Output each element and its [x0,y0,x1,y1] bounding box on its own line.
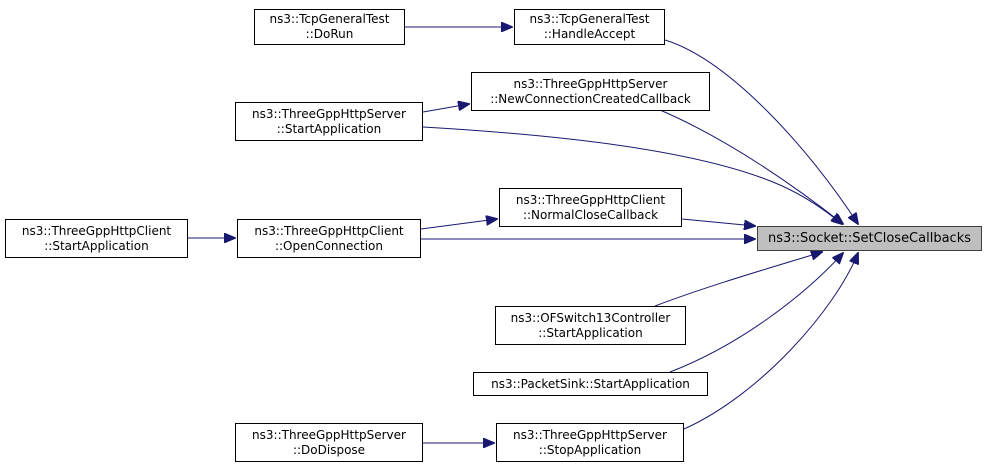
node-label-line1: ns3::TcpGeneralTest [529,12,650,26]
node-label-line2: ::DoRun [305,27,354,41]
node-socket-set-close-callbacks: ns3::Socket::SetCloseCallbacks [757,226,982,251]
node-label-line1: ns3::ThreeGppHttpServer [252,427,406,442]
edge-ofswitch-to-target [654,252,822,307]
node-label-line2: ::OpenConnection [274,238,384,253]
node-three-gpp-http-server-stop-application[interactable]: ns3::ThreeGppHttpServer ::StopApplicatio… [496,423,684,462]
node-tcp-general-test-do-run[interactable]: ns3::TcpGeneralTest ::DoRun [254,9,405,45]
edge-packetsink-to-target [669,253,843,373]
node-label-line2: ::DoDispose [292,442,366,457]
node-label-line1: ns3::ThreeGppHttpServer [513,76,668,91]
edge-server-start-to-target [422,126,842,224]
node-three-gpp-http-server-new-connection-created-callback[interactable]: ns3::ThreeGppHttpServer ::NewConnectionC… [471,72,710,111]
node-label-line1: ns3::ThreeGppHttpClient [515,192,666,207]
node-label-line1: ns3::ThreeGppHttpServer [513,427,667,442]
node-label-line2: ::StartApplication [276,121,382,136]
node-label-line1: ns3::ThreeGppHttpClient [254,223,404,238]
edge-client-normalclose-to-target [681,218,755,226]
node-label-line1: ns3::PacketSink::StartApplication [491,376,690,391]
edge-server-stop-to-target [683,253,858,430]
node-packet-sink-start-application[interactable]: ns3::PacketSink::StartApplication [473,372,708,396]
node-three-gpp-http-server-do-dispose[interactable]: ns3::ThreeGppHttpServer ::DoDispose [235,423,423,462]
edge-tcp-accept-to-target [664,39,858,224]
node-label-line1: ns3::TcpGeneralTest [269,12,390,26]
node-label-line2: ::NewConnectionCreatedCallback [490,91,691,106]
node-three-gpp-http-client-start-application[interactable]: ns3::ThreeGppHttpClient ::StartApplicati… [5,219,188,258]
node-label-line2: ::StartApplication [538,325,643,340]
edge-server-start-to-server-newconn [422,104,469,113]
node-label-line1: ns3::OFSwitch13Controller [510,310,671,325]
edge-server-newconn-to-target [659,109,843,224]
node-label-line2: ::NormalCloseCallback [522,207,659,222]
node-three-gpp-http-client-normal-close-callback[interactable]: ns3::ThreeGppHttpClient ::NormalCloseCal… [499,188,682,227]
node-label-line2: ::HandleAccept [543,27,636,41]
edge-client-open-to-client-normalclose [420,219,497,230]
node-tcp-general-test-handle-accept[interactable]: ns3::TcpGeneralTest ::HandleAccept [514,9,665,45]
node-label-line2: ::StartApplication [44,238,149,253]
node-three-gpp-http-client-open-connection[interactable]: ns3::ThreeGppHttpClient ::OpenConnection [237,219,421,258]
node-label-line1: ns3::ThreeGppHttpClient [21,223,172,238]
node-label-line2: ::StopApplication [538,442,642,457]
node-label-line1: ns3::ThreeGppHttpServer [252,106,406,121]
node-label-line1: ns3::Socket::SetCloseCallbacks [767,231,971,246]
node-ofswitch13-controller-start-application[interactable]: ns3::OFSwitch13Controller ::StartApplica… [495,306,686,345]
node-three-gpp-http-server-start-application[interactable]: ns3::ThreeGppHttpServer ::StartApplicati… [235,102,423,141]
